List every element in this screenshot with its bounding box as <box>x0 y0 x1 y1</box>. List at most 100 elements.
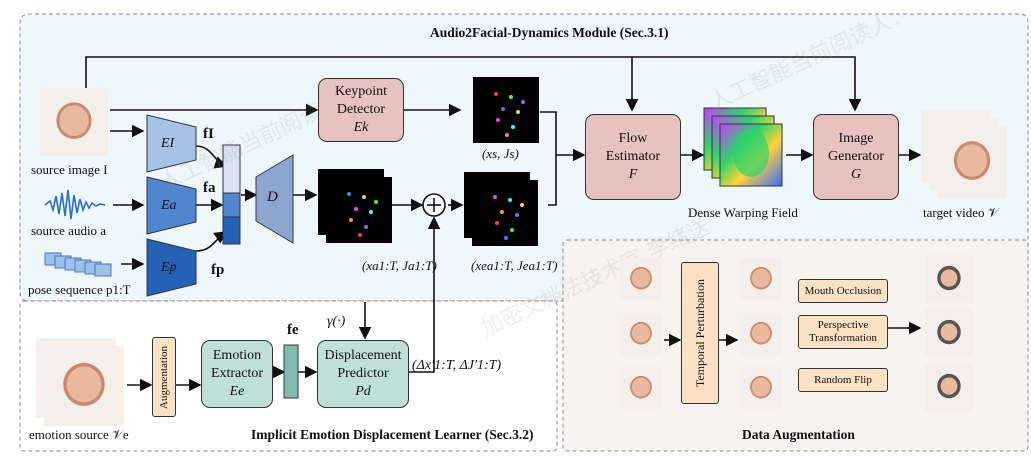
audio-keypoints-image <box>326 177 392 243</box>
emotion-source-label: emotion source 𝒱e <box>29 427 129 442</box>
displacement-predictor-symbol: Pd <box>355 384 371 399</box>
augmentation-title: Data Augmentation <box>742 427 855 442</box>
augmentation-label: Augmentation <box>157 345 170 409</box>
emotion-feature-bar <box>283 344 299 399</box>
emotion-extractor-line1: Emotion <box>212 348 262 363</box>
decoder-shape <box>255 154 294 244</box>
emotion-source-face <box>44 346 124 426</box>
keypoint-dot <box>494 91 499 96</box>
keypoint-dot <box>349 217 354 222</box>
learner-title: Implicit Emotion Displacement Learner (S… <box>251 427 534 442</box>
emotion-extractor-symbol: Ee <box>229 384 245 399</box>
feature-image-label: fI <box>203 126 214 142</box>
flow-estimator-symbol: F <box>628 167 638 182</box>
keypoint-detector-line1: Keypoint <box>334 84 388 99</box>
emotion-extractor-box: Emotion Extractor Ee <box>201 340 273 408</box>
target-video-frame <box>937 126 1007 198</box>
keypoint-dot <box>520 100 525 105</box>
augmented-frame-face <box>925 363 973 411</box>
image-generator-symbol: G <box>850 167 862 182</box>
keypoint-detector-box: Keypoint Detector Ek <box>318 78 404 142</box>
keypoint-dot <box>499 209 504 214</box>
emotion-feature-label: fe <box>287 322 299 338</box>
keypoint-dot <box>510 227 515 232</box>
augment-op-label: Random Flip <box>814 373 872 386</box>
augmented-frame-face <box>925 309 973 357</box>
decoder-label: D <box>267 189 278 205</box>
perturbed-frame-face <box>740 258 782 300</box>
emotion-extractor-line2: Extractor <box>210 366 264 381</box>
augment-op-label: Perspective Transformation <box>808 319 878 344</box>
temporal-perturbation-label: Temporal Perturbation <box>692 278 707 388</box>
keypoint-dot <box>493 194 498 199</box>
perturbed-frame-face <box>740 313 782 355</box>
keypoint-dot <box>362 195 367 200</box>
audio-keypoints-label: (xa1:T, Ja1:T) <box>362 258 437 273</box>
image-generator-line2: Generator <box>828 149 884 164</box>
pose-encoder-label: Ep <box>161 260 177 275</box>
gamma-label: γ(·) <box>327 314 346 329</box>
keypoint-dot <box>511 124 516 129</box>
keypoint-dot <box>519 203 524 208</box>
image-generator-line1: Image <box>838 131 874 146</box>
source-keypoints-label: (xs, Js) <box>482 146 519 161</box>
keypoint-dot <box>373 200 378 205</box>
augment-op-mouth-occlusion: Mouth Occlusion <box>798 279 888 303</box>
keypoint-dot <box>508 198 513 203</box>
image-generator-box: Image Generator G <box>813 114 899 200</box>
augmented-frame-face <box>925 255 973 303</box>
flow-estimator-box: Flow Estimator F <box>585 114 681 200</box>
source-keypoints-image <box>473 77 539 143</box>
displacement-predictor-line2: Predictor <box>337 366 389 381</box>
augmentation-box: Augmentation <box>152 337 176 417</box>
keypoint-dot <box>514 213 519 217</box>
dense-warping-field-label: Dense Warping Field <box>688 205 798 220</box>
emotion-keypoints-label: (xea1:T, Jea1:T) <box>471 258 558 273</box>
keypoint-dot <box>353 206 358 211</box>
target-video-label: target video 𝒱 <box>923 205 999 220</box>
keypoint-dot <box>368 210 373 214</box>
bottom-right-panel <box>562 239 1029 452</box>
keypoint-dot <box>503 236 508 241</box>
pose-sequence-label: pose sequence p1:T <box>28 282 131 297</box>
augment-op-label: Mouth Occlusion <box>804 284 882 297</box>
source-audio-label: source audio a <box>31 223 107 238</box>
keypoint-dot <box>504 133 509 138</box>
feature-audio-label: fa <box>203 180 216 196</box>
keypoint-dot <box>357 233 362 238</box>
audio-encoder-shape <box>146 176 197 235</box>
top-module-title: Audio2Facial-Dynamics Module (Sec.3.1) <box>430 25 669 40</box>
audio-encoder-label: Ea <box>161 198 177 213</box>
pose-encoder-shape <box>146 238 197 297</box>
keypoint-dot <box>496 117 501 122</box>
augment-op-perspective: Perspective Transformation <box>798 315 888 349</box>
dense-warping-field-image <box>703 107 783 187</box>
flow-estimator-line1: Flow <box>618 131 648 146</box>
displacement-label: (Δx′1:T, ΔJ′1:T) <box>412 358 502 373</box>
augment-op-random-flip: Random Flip <box>798 368 888 392</box>
pose-sequence-frames <box>44 252 112 277</box>
input-frame-face <box>620 313 662 355</box>
flow-estimator-line2: Estimator <box>605 149 661 164</box>
image-encoder-shape <box>146 114 197 173</box>
feature-pose-label: fp <box>211 262 225 278</box>
keypoint-dot <box>347 191 352 196</box>
displacement-predictor-box: Displacement Predictor Pd <box>317 340 409 408</box>
audio-waveform <box>44 189 106 220</box>
source-image-label: source image I <box>31 162 108 177</box>
perturbed-frame-face <box>740 367 782 409</box>
source-image-face <box>40 88 108 156</box>
emotion-keypoints-image <box>472 180 538 246</box>
keypoint-dot <box>500 106 505 111</box>
keypoint-dot <box>509 95 514 100</box>
temporal-perturbation-box: Temporal Perturbation <box>681 262 719 404</box>
input-frame-face <box>620 367 662 409</box>
image-encoder-label: EI <box>161 136 175 151</box>
keypoint-dot <box>515 110 520 114</box>
keypoint-dot <box>495 220 500 225</box>
displacement-predictor-line1: Displacement <box>324 348 402 363</box>
keypoint-dot <box>364 224 369 229</box>
input-frame-face <box>620 258 662 300</box>
keypoint-detector-symbol: Ek <box>353 120 369 135</box>
